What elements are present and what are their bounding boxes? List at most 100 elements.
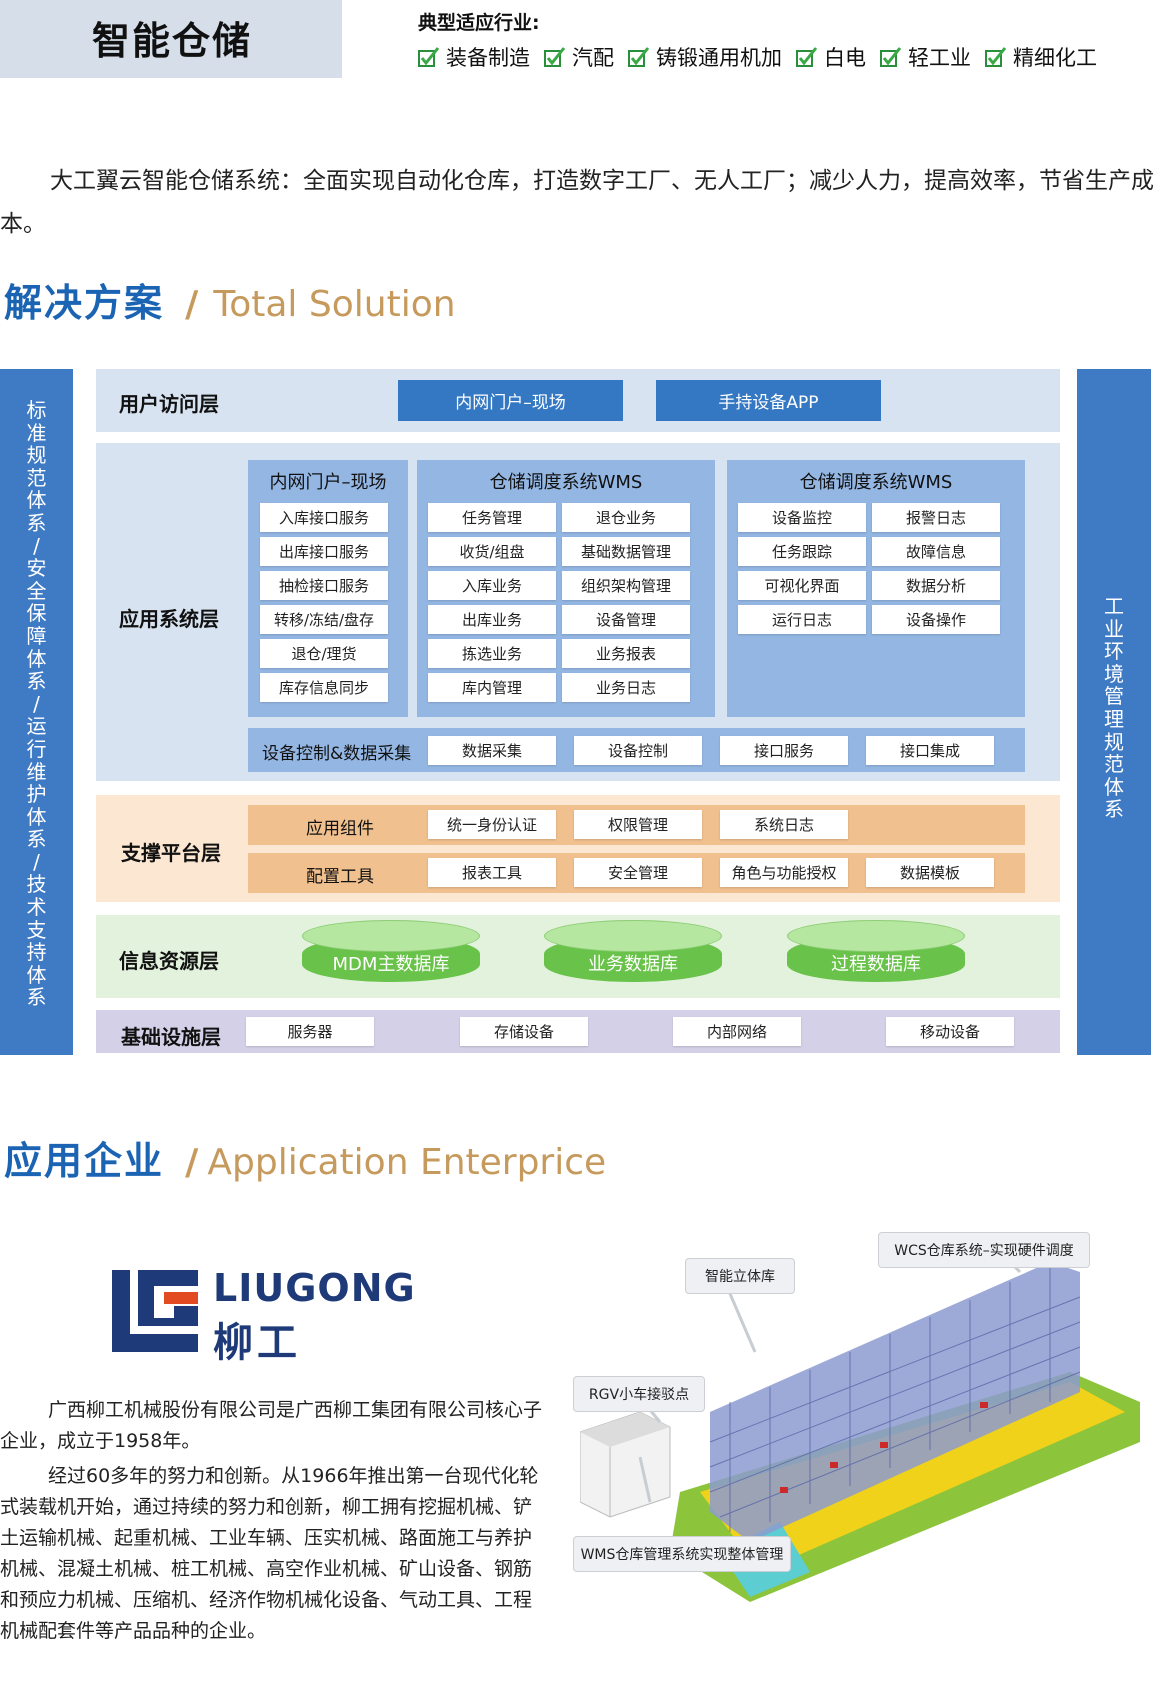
vertical-bar-char: 体 — [26, 646, 47, 671]
support-cell: 角色与功能授权 — [720, 858, 848, 887]
database-label: 业务数据库 — [588, 954, 678, 975]
vertical-bar-char: / — [33, 849, 40, 874]
checkbox-checked-icon — [418, 47, 440, 67]
infra-cell: 移动设备 — [886, 1017, 1014, 1046]
left-standards-bar: 标准规范体系/安全保障体系/运行维护体系/技术支持体系 — [0, 369, 73, 1055]
vertical-bar-char: 规 — [1104, 729, 1124, 754]
vertical-bar-char: 系 — [26, 669, 47, 694]
vertical-bar-char: 系 — [1104, 797, 1124, 822]
wms-function-cell: 业务报表 — [562, 639, 690, 668]
device-cell: 数据采集 — [428, 736, 556, 765]
cylinder-top — [302, 920, 480, 952]
vertical-bar-char: 业 — [1104, 616, 1124, 641]
industry-item: 精细化工 — [985, 42, 1097, 72]
intro-paragraph: 大工翼云智能仓储系统：全面实现自动化仓库，打造数字工厂、无人工厂；减少人力，提高… — [0, 168, 1154, 237]
wms-function-cell: 收货/组盘 — [428, 537, 556, 566]
vertical-bar-char: 体 — [26, 804, 47, 829]
vertical-bar-char: 环 — [1104, 639, 1124, 664]
wms-function-cell: 库内管理 — [428, 673, 556, 702]
callout-rgv: RGV小车接驳点 — [573, 1376, 705, 1412]
warehouse-3d-image — [579, 1260, 1140, 1602]
database-cylinder: MDM主数据库 — [302, 920, 480, 982]
checkbox-checked-icon — [985, 47, 1007, 67]
vertical-bar-char: 理 — [1104, 706, 1124, 731]
checkbox-checked-icon — [796, 47, 818, 67]
vertical-bar-char: 标 — [26, 398, 47, 422]
liugong-logo-cn: 柳工 — [213, 1320, 301, 1366]
wms-function-cell: 可视化界面 — [738, 571, 866, 600]
device-control-label: 设备控制&数据采集 — [262, 744, 412, 764]
support-cell: 数据模板 — [866, 858, 994, 887]
callout-smart-storage: 智能立体库 — [685, 1258, 795, 1294]
liugong-logo-icon — [112, 1270, 198, 1352]
infra-cell: 服务器 — [246, 1017, 374, 1046]
handheld-app-button: 手持设备APP — [656, 380, 881, 421]
wms-function-cell: 任务管理 — [428, 503, 556, 532]
vertical-bar-char: 全 — [26, 578, 47, 603]
vertical-bar-char: 范 — [1104, 752, 1124, 777]
enterprise-heading-en: Application Enterprice — [207, 1142, 607, 1183]
industry-item: 铸锻通用机加 — [628, 42, 782, 72]
database-cylinder: 过程数据库 — [787, 920, 965, 982]
vertical-bar-char: 系 — [26, 827, 47, 852]
vertical-bar-char: 准 — [26, 420, 47, 445]
config-tools-label: 配置工具 — [306, 867, 374, 887]
solution-heading-cn: 解决方案 — [4, 281, 165, 325]
industries-list: 装备制造 汽配 铸锻通用机加 白电 轻工业 精细化工 — [418, 42, 1111, 72]
industry-item: 汽配 — [544, 42, 614, 72]
solution-heading-en: Total Solution — [213, 284, 456, 325]
industry-item: 轻工业 — [880, 42, 971, 72]
vertical-bar-char: 护 — [26, 782, 47, 807]
vertical-bar-char: 范 — [26, 465, 47, 490]
vertical-bar-char: 安 — [26, 556, 47, 581]
heading-separator: / — [185, 284, 199, 325]
database-label: 过程数据库 — [831, 954, 921, 975]
wms-function-cell: 基础数据管理 — [562, 537, 690, 566]
vertical-bar-char: 体 — [26, 962, 47, 987]
checkbox-checked-icon — [880, 47, 902, 67]
wms-function-cell: 运行日志 — [738, 605, 866, 634]
wms-function-cell: 业务日志 — [562, 673, 690, 702]
database-cylinder: 业务数据库 — [544, 920, 722, 982]
vertical-bar-char: 规 — [26, 443, 47, 468]
vertical-bar-char: 工 — [1104, 594, 1124, 618]
vertical-bar-char: 行 — [26, 736, 47, 761]
vertical-bar-char: 维 — [26, 759, 47, 784]
cylinder-top — [787, 920, 965, 952]
wms-function-cell: 出库业务 — [428, 605, 556, 634]
wms-function-cell: 数据分析 — [872, 571, 1000, 600]
service-cell: 转移/冻结/盘存 — [260, 605, 388, 634]
support-cell: 权限管理 — [574, 810, 702, 839]
solution-heading: 解决方案 / Total Solution — [4, 272, 456, 327]
vertical-bar-char: 体 — [1104, 774, 1124, 799]
industries-label: 典型适应行业: — [418, 12, 540, 34]
service-cell: 抽检接口服务 — [260, 571, 388, 600]
service-cell: 退仓/理货 — [260, 639, 388, 668]
vertical-bar-char: / — [33, 533, 40, 558]
right-standards-bar: 工业环境管理规范体系 — [1077, 369, 1151, 1055]
vertical-bar-char: 体 — [26, 488, 47, 513]
wms-function-cell: 设备管理 — [562, 605, 690, 634]
support-cell: 报表工具 — [428, 858, 556, 887]
info-resource-label: 信息资源层 — [119, 949, 219, 973]
panel-wms-1-title: 仓储调度系统WMS — [489, 472, 643, 493]
page-title: 智能仓储 — [92, 19, 253, 63]
service-cell: 出库接口服务 — [260, 537, 388, 566]
intranet-portal-button: 内网门户–现场 — [398, 380, 623, 421]
device-cell: 接口集成 — [866, 736, 994, 765]
vertical-bar-char: 系 — [26, 510, 47, 535]
panel-wms-2-title: 仓储调度系统WMS — [799, 472, 953, 493]
callout-wms: WMS仓库管理系统实现整体管理 — [573, 1536, 791, 1572]
device-cell: 设备控制 — [574, 736, 702, 765]
service-cell: 入库接口服务 — [260, 503, 388, 532]
support-platform-label: 支撑平台层 — [121, 841, 221, 865]
wms-function-cell: 退仓业务 — [562, 503, 690, 532]
cylinder-top — [544, 920, 722, 952]
wms-function-cell: 报警日志 — [872, 503, 1000, 532]
device-cell: 接口服务 — [720, 736, 848, 765]
user-access-label: 用户访问层 — [119, 392, 219, 416]
vertical-bar-char: 支 — [26, 917, 47, 942]
left-bar-text: 标准规范体系/安全保障体系/运行维护体系/技术支持体系 — [0, 369, 73, 1009]
wms-function-cell: 拣选业务 — [428, 639, 556, 668]
callout-wcs: WCS仓库系统–实现硬件调度 — [878, 1232, 1090, 1268]
